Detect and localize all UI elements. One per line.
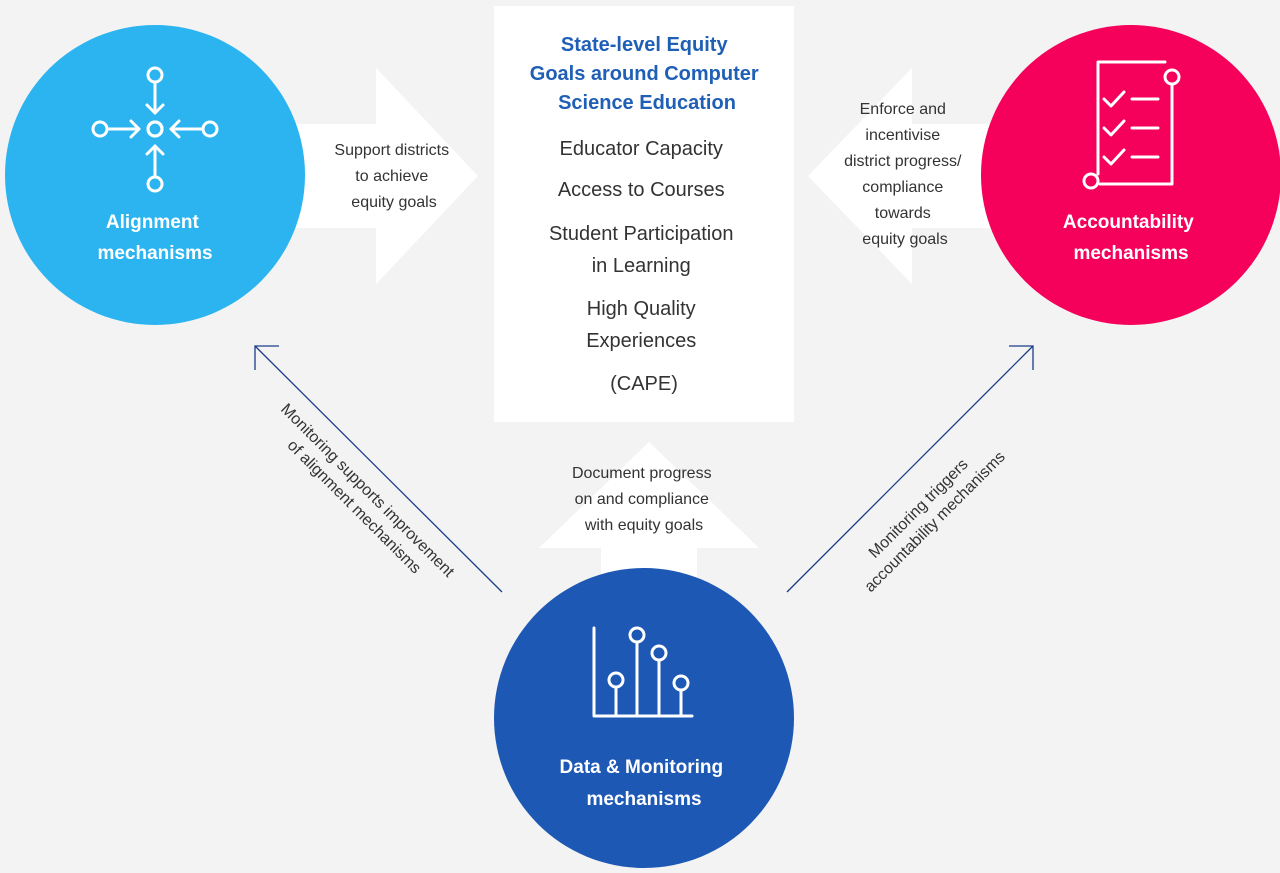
data-monitoring-circle xyxy=(494,568,794,868)
data-monitoring-label: Data & Monitoring mechanisms xyxy=(560,757,729,810)
accountability-circle xyxy=(981,25,1280,325)
goal-item: Experiences xyxy=(586,330,696,352)
goals-box xyxy=(494,6,794,422)
goal-item: Educator Capacity xyxy=(560,138,723,160)
alignment-to-goals-arrow xyxy=(295,68,478,284)
accountability-arrow-label: Enforce and incentivise district progres… xyxy=(844,101,966,248)
alignment-arrow-label: Support districts to achieve equity goal… xyxy=(334,142,453,211)
data-arrow-label: Document progress on and compliance with… xyxy=(572,465,716,534)
goals-list: Educator Capacity Access to Courses Stud… xyxy=(549,138,739,395)
converging-arrows-icon xyxy=(91,66,219,193)
left-diagonal-label: Monitoring supports improvement of align… xyxy=(262,401,460,599)
goals-title-line: Science Education xyxy=(558,92,736,114)
goal-item: Access to Courses xyxy=(558,179,725,201)
goal-item: Student Participation xyxy=(549,223,734,245)
right-diagonal-arrow xyxy=(786,345,1034,593)
checklist-icon xyxy=(1082,60,1181,190)
data-to-goals-arrow xyxy=(539,442,759,620)
lollipop-chart-icon xyxy=(592,626,694,718)
left-diagonal-arrow xyxy=(254,345,503,593)
accountability-to-goals-arrow xyxy=(808,68,1000,284)
goals-title: State-level Equity Goals around Computer… xyxy=(530,34,764,114)
right-diagonal-label: Monitoring triggers accountability mecha… xyxy=(847,434,1009,596)
goal-item: High Quality xyxy=(587,298,696,320)
goal-item: in Learning xyxy=(592,255,691,277)
goals-title-line: State-level Equity xyxy=(561,34,729,56)
goals-title-line: Goals around Computer xyxy=(530,63,759,85)
accountability-label: Accountability mechanisms xyxy=(1063,212,1199,264)
goal-item: (CAPE) xyxy=(610,373,678,395)
alignment-label: Alignment mechanisms xyxy=(97,212,212,264)
